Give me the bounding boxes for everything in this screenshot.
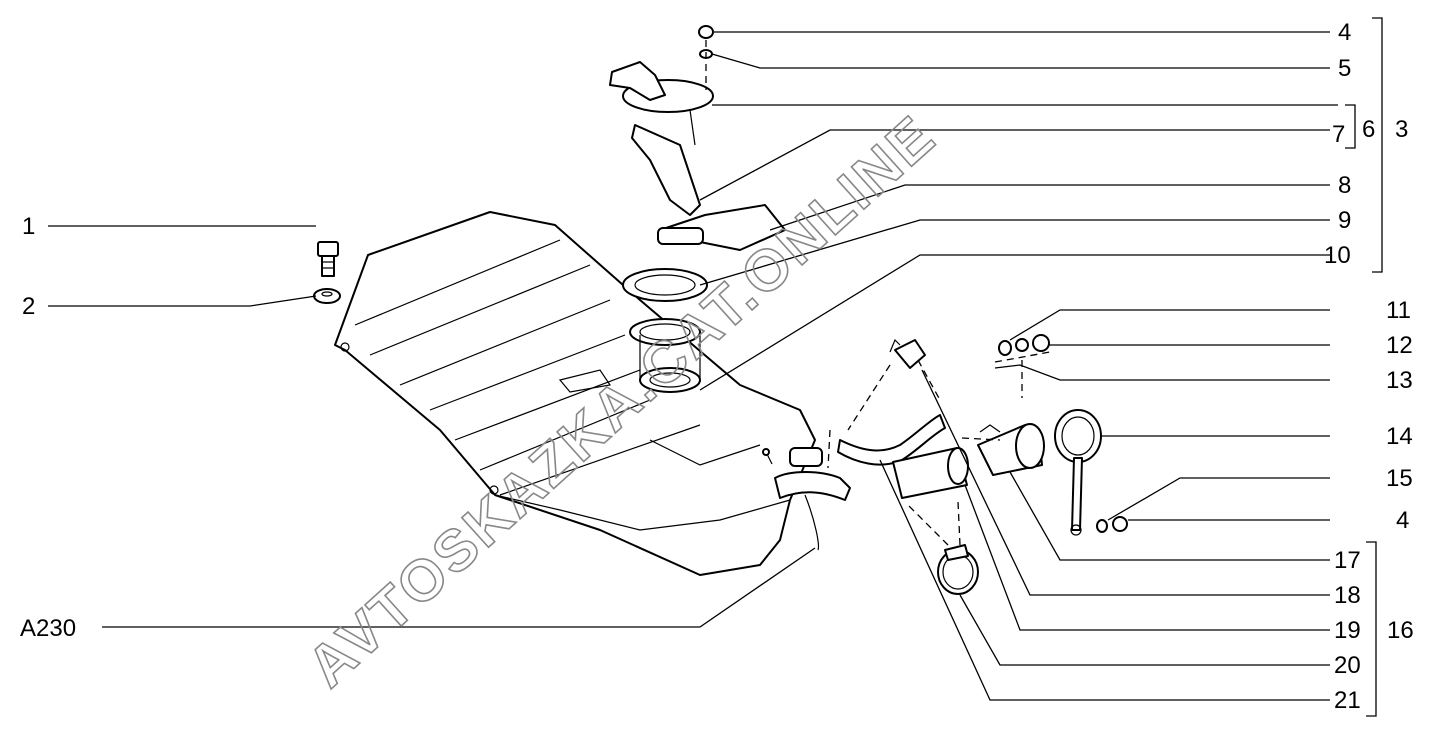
fuel-cap [1054, 409, 1102, 536]
callout-3: 3 [1395, 116, 1408, 143]
callout-a230: A230 [20, 615, 76, 642]
callout-4-bottom: 4 [1396, 507, 1409, 534]
watermark: AVTOSKAZKA.CAT.ONLINE [295, 103, 948, 700]
callout-18: 18 [1334, 582, 1361, 609]
cap-nuts [998, 334, 1128, 533]
callout-10: 10 [1324, 242, 1351, 269]
callout-11: 11 [1386, 297, 1411, 324]
callout-12: 12 [1386, 332, 1413, 359]
fuel-tank [334, 211, 816, 576]
tank-seal-gasket [622, 268, 708, 302]
bracket-16 [1366, 541, 1377, 717]
callout-19: 19 [1334, 617, 1361, 644]
callout-5: 5 [1338, 55, 1351, 82]
callout-6: 6 [1362, 116, 1375, 143]
tank-neck-ring [629, 318, 701, 393]
callout-7: 7 [1332, 121, 1345, 148]
callout-13: 13 [1386, 367, 1413, 394]
bolt [317, 241, 339, 277]
callout-8: 8 [1338, 172, 1351, 199]
filler-hose [774, 447, 851, 551]
small-bolt [762, 448, 773, 465]
callout-labels: 1 2 A230 4 5 6 3 7 8 9 10 11 12 13 14 15… [20, 19, 1414, 714]
callout-9: 9 [1338, 207, 1351, 234]
callout-21: 21 [1334, 687, 1361, 714]
callout-17: 17 [1334, 547, 1361, 574]
filler-neck [977, 423, 1045, 476]
callout-15: 15 [1386, 465, 1413, 492]
fuel-pump-module [609, 61, 786, 251]
vent-hose [837, 414, 946, 466]
connector-tube [889, 338, 926, 369]
callout-16: 16 [1387, 617, 1414, 644]
callout-1: 1 [22, 213, 35, 240]
hose-clamp [937, 544, 979, 595]
callout-4-top: 4 [1338, 19, 1351, 46]
leader-lines [48, 31, 1338, 701]
nut-top [698, 25, 714, 39]
bracket-6 [1345, 104, 1356, 149]
filler-pipe-sleeve [892, 447, 969, 499]
bracket-3 [1372, 17, 1383, 273]
callout-2: 2 [22, 293, 35, 320]
callout-14: 14 [1386, 423, 1413, 450]
callout-20: 20 [1334, 652, 1361, 679]
washer [313, 288, 341, 304]
